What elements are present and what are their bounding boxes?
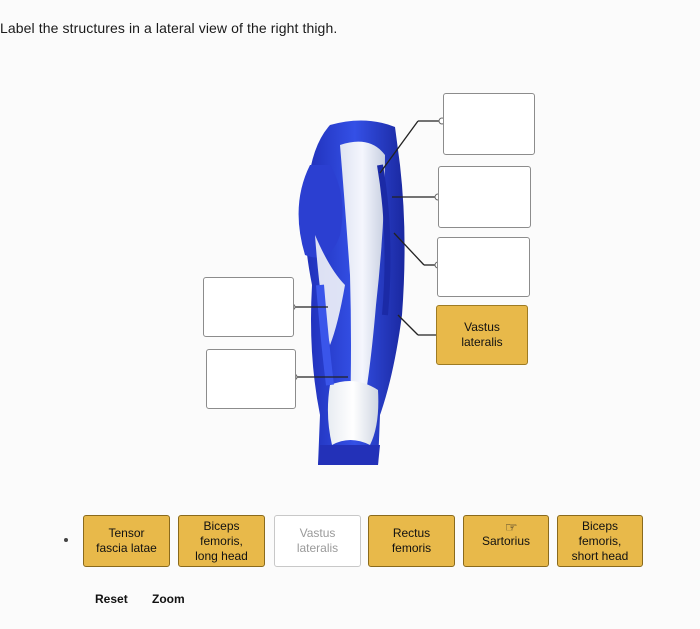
drop-target-right-3[interactable] — [437, 237, 530, 297]
tile-rectus-femoris[interactable]: Rectus femoris — [368, 515, 455, 567]
tile-sartorius[interactable]: Sartorius — [463, 515, 549, 567]
zoom-button[interactable]: Zoom — [152, 592, 185, 606]
drop-target-left-2[interactable] — [206, 349, 296, 409]
thigh-figure — [180, 85, 560, 475]
tile-tensor-fascia-latae[interactable]: Tensor fascia latae — [83, 515, 170, 567]
drop-target-left-1[interactable] — [203, 277, 294, 337]
instruction-text: Label the structures in a lateral view o… — [0, 20, 338, 36]
drop-target-right-1[interactable] — [443, 93, 535, 155]
hand-pointer-icon: ☞ — [505, 519, 518, 535]
reset-button[interactable]: Reset — [95, 592, 128, 606]
drop-target-right-2[interactable] — [438, 166, 531, 228]
drop-target-right-4[interactable]: Vastus lateralis — [436, 305, 528, 365]
thigh-illustration — [288, 117, 446, 466]
tile-biceps-femoris-short-head[interactable]: Biceps femoris, short head — [557, 515, 643, 567]
bullet-marker — [64, 538, 68, 542]
tile-biceps-femoris-long-head[interactable]: Biceps femoris, long head — [178, 515, 265, 567]
tile-vastus-lateralis[interactable]: Vastus lateralis — [274, 515, 361, 567]
